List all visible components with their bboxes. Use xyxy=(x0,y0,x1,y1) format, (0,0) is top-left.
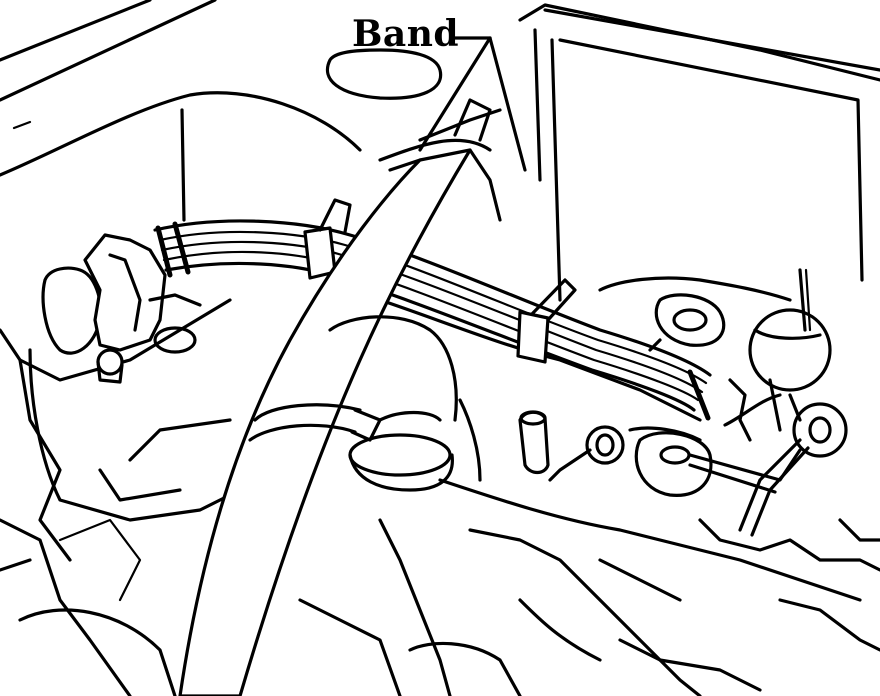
hose-ring-clamp xyxy=(248,403,442,442)
band-callout-leader xyxy=(418,36,527,172)
right-side-components xyxy=(548,268,848,537)
engine-body-lower xyxy=(298,478,880,696)
hose-band-clips xyxy=(155,198,711,421)
radiator-support-frame xyxy=(518,3,880,302)
filler-cap xyxy=(325,48,443,100)
large-intake-hose xyxy=(178,98,502,696)
throttle-body-round xyxy=(328,315,482,492)
band-label: Band xyxy=(352,13,460,55)
vacuum-port xyxy=(518,410,550,475)
vacuum-hose-bundle xyxy=(153,219,712,422)
hood-panel xyxy=(0,0,362,222)
sensor-connector xyxy=(41,233,202,384)
engine-cover xyxy=(0,298,262,696)
